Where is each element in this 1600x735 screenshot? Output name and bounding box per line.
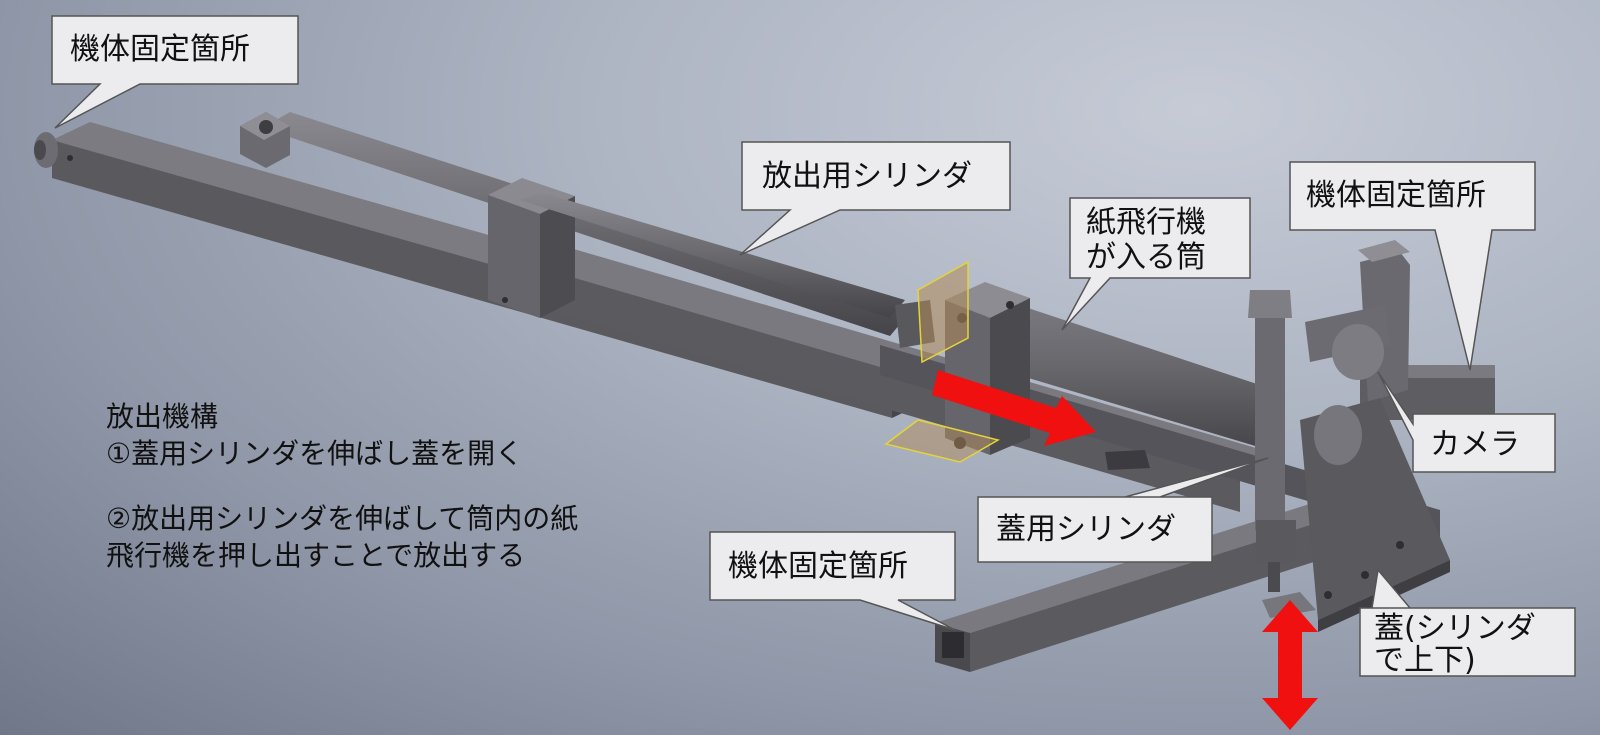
callout-lid-line1: 蓋(シリンダ <box>1374 611 1536 646</box>
callout-camera: カメラ <box>1377 371 1556 473</box>
lid-up-down-arrow <box>1262 600 1318 730</box>
description-step2-line1: ②放出用シリンダを伸ばして筒内の紙 <box>106 502 579 535</box>
callout-lid-cylinder: 蓋用シリンダ <box>977 457 1269 563</box>
callout-tube-line2: が入る筒 <box>1086 240 1206 275</box>
callout-release-cylinder-text: 放出用シリンダ <box>762 159 972 194</box>
callout-camera-text: カメラ <box>1430 427 1520 462</box>
callout-lid-line2: で上下) <box>1374 643 1476 678</box>
callout-lid-cylinder-text: 蓋用シリンダ <box>996 512 1176 547</box>
callout-fix-top-left-text: 機体固定箇所 <box>70 32 250 67</box>
callout-lid: 蓋(シリンダ で上下) <box>1359 568 1576 678</box>
callout-fix-top-left: 機体固定箇所 <box>51 15 299 129</box>
mechanism-description: 放出機構 ①蓋用シリンダを伸ばし蓋を開く ②放出用シリンダを伸ばして筒内の紙 飛… <box>106 398 666 574</box>
callout-fix-bottom: 機体固定箇所 <box>709 531 956 631</box>
description-step2-line2: 飛行機を押し出すことで放出する <box>106 539 526 572</box>
highlighted-plates <box>884 260 1000 463</box>
release-cylinder <box>240 112 935 348</box>
callout-paper-airplane-tube: 紙飛行機 が入る筒 <box>1061 197 1251 331</box>
callout-release-cylinder: 放出用シリンダ <box>739 141 1011 256</box>
callout-fix-right-text: 機体固定箇所 <box>1306 178 1486 213</box>
callout-tube-line1: 紙飛行機 <box>1086 205 1206 240</box>
callout-fix-right: 機体固定箇所 <box>1289 161 1536 371</box>
description-step1: ①蓋用シリンダを伸ばし蓋を開く <box>106 437 524 470</box>
description-heading: 放出機構 <box>106 400 219 433</box>
release-arrow <box>932 370 1096 446</box>
callout-fix-bottom-text: 機体固定箇所 <box>728 549 908 584</box>
